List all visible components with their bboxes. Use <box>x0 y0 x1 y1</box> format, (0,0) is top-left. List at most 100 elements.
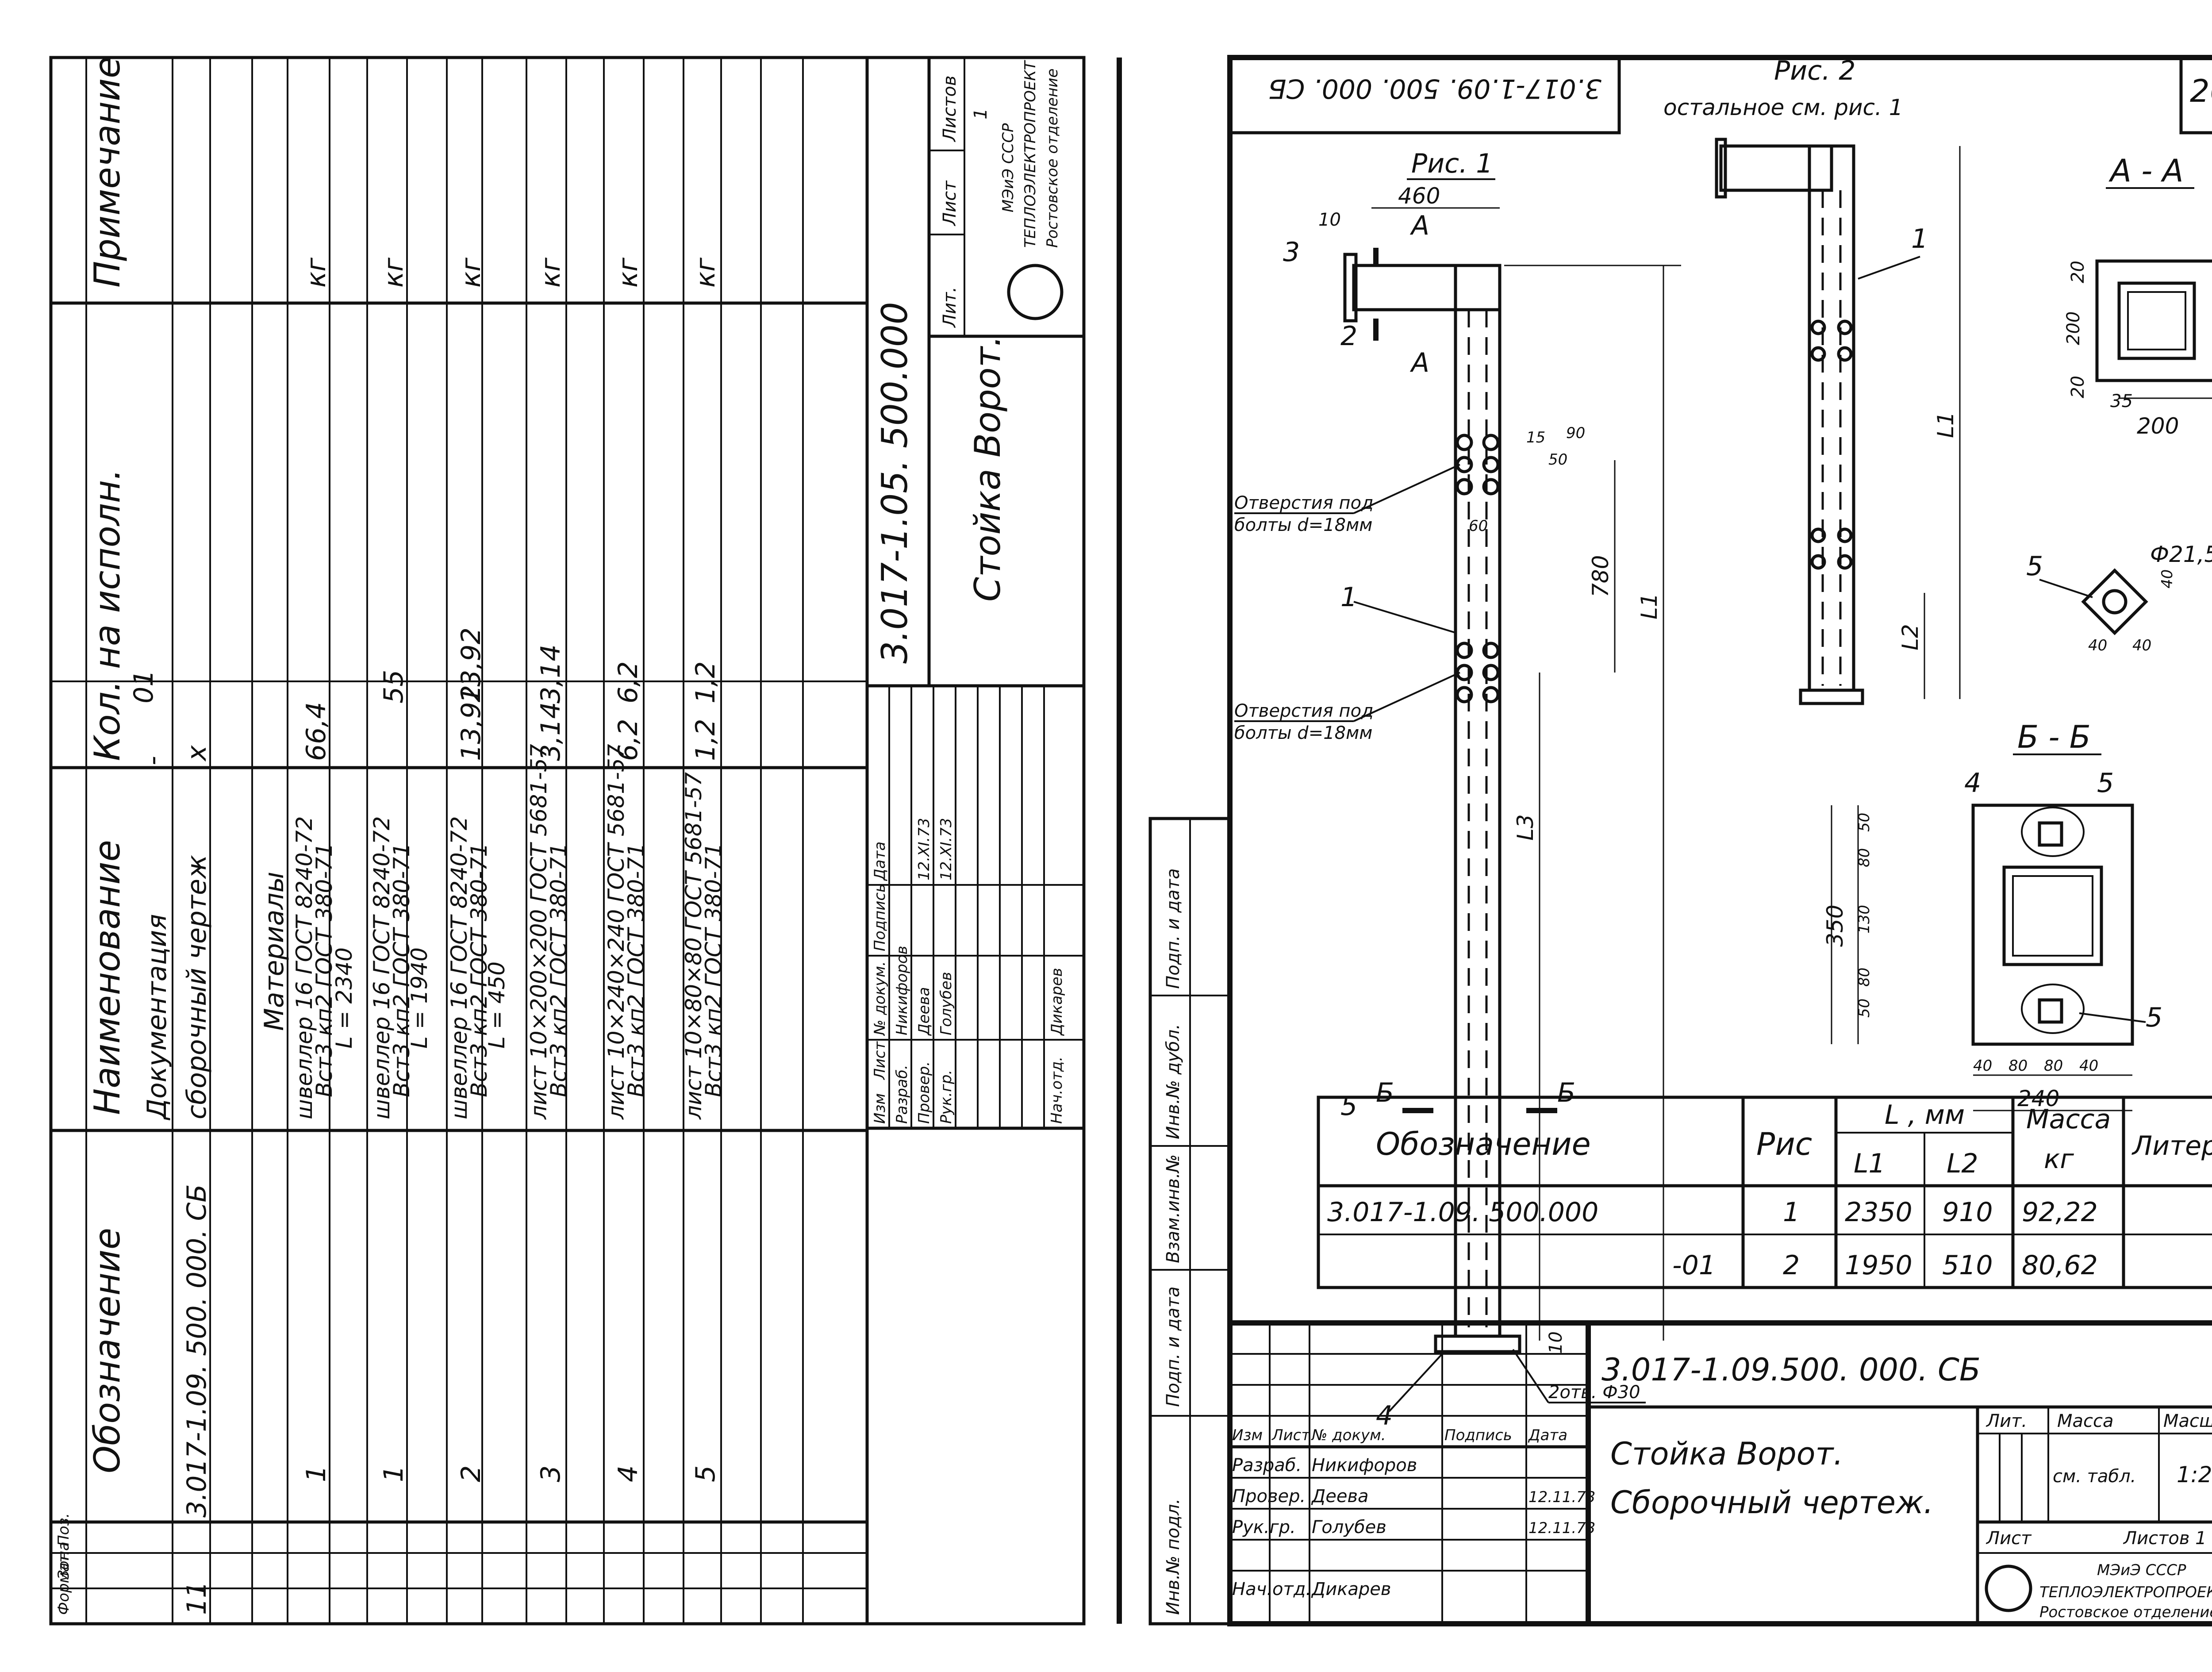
aa-inner <box>2117 281 2196 360</box>
rt-scale-value: 1:20 <box>2177 1462 2212 1488</box>
q0-value: 1,2 <box>690 719 721 761</box>
rt-staff-date: 12.11.73 <box>1528 1488 1595 1506</box>
note-value: кг <box>613 258 644 288</box>
note-value: кг <box>690 258 721 288</box>
th-L2: L2 <box>1947 1148 1978 1179</box>
left-role: Рук.гр. <box>937 1070 955 1124</box>
q1-value: 55 <box>378 670 409 703</box>
cell-L2: 510 <box>1942 1250 1993 1281</box>
left-col-dokum: № докум. <box>871 961 889 1036</box>
name2-value: Вст3 кп2 ГОСТ 380-71 <box>466 843 492 1097</box>
cell-ris: 1 <box>1783 1197 1800 1228</box>
name-value: лист 10×80×80 ГОСТ 5681-57 <box>681 772 707 1120</box>
holes-note-upper: Отверстия под <box>1234 493 1374 513</box>
rt-col-list: Лист <box>1271 1426 1310 1444</box>
note-value: кг <box>456 258 487 288</box>
name2-value: сборочный чертеж <box>181 855 212 1119</box>
dim-L1: L1 <box>1636 593 1662 619</box>
q0-value: 3,14 <box>535 702 566 761</box>
section-a-top: А <box>1409 210 1429 241</box>
aa-dim-35a: 35 <box>2110 391 2133 411</box>
name-value: Документация <box>142 914 173 1121</box>
dim-60: 60 <box>1469 517 1488 535</box>
left-staff-name: Дикарев <box>1048 968 1066 1036</box>
dim-90: 90 <box>1566 424 1585 442</box>
spec-row-7: 4 лист 10×240×240 ГОСТ 5681-57 Вст3 кп2 … <box>603 258 649 1482</box>
name-value: швеллер 16 ГОСТ 8240-72 <box>446 816 472 1119</box>
col-header-kol: Кол. на исполн. <box>87 469 128 761</box>
th-mass: Масса <box>2026 1104 2111 1135</box>
stamp-rotated: 3.017-1.09. 500. 000. СБ <box>1268 73 1601 104</box>
vertical-member <box>1454 264 1502 1338</box>
rt-col-izm: Изм <box>1232 1426 1263 1444</box>
figure-1: Рис. 1 460 10 <box>1234 148 1681 1431</box>
pos-2: 2 <box>1340 321 1357 352</box>
pos-3: 3 <box>1283 237 1300 268</box>
section-b-left: Б <box>1376 1077 1394 1108</box>
name2-value: Вст3 кп2 ГОСТ 380-71 <box>701 843 726 1097</box>
section-bb-title: Б - Б <box>2017 719 2091 755</box>
cell-L1: 1950 <box>1845 1250 1912 1281</box>
side-label-dubl: Инв.№ дубл. <box>1163 1024 1183 1139</box>
left-lit-label: Лит. <box>940 287 960 328</box>
name3-value: L = 1940 <box>407 947 432 1049</box>
rt-col-data: Дата <box>1528 1426 1567 1444</box>
q0-value: 13,92 <box>456 685 487 761</box>
pos-5: 5 <box>1340 1091 1357 1122</box>
note-value: кг <box>301 258 332 288</box>
rt-staff-date: 12.11.73 <box>1528 1519 1595 1537</box>
left-org2: ТЕПЛОЭЛЕКТРОПРОЕКТ <box>1022 60 1039 248</box>
holes-note-lower: Отверстия под <box>1234 701 1374 721</box>
cell-L1: 2350 <box>1845 1197 1912 1228</box>
left-designation: 3.017-1.05. 500.000 <box>874 302 915 664</box>
section-b-b: Б - Б 4 5 5 350 50 80 130 80 50 40 80 80… <box>1822 719 2162 1111</box>
aa-dim-200h: 200 <box>2137 413 2179 439</box>
top-stamp-box <box>1228 56 1621 135</box>
plate-dim-40c: 40 <box>2158 569 2176 588</box>
bb-dim-40b: 40 <box>2079 1057 2098 1075</box>
poz-value: 5 <box>690 1465 721 1482</box>
spec-row-8: 5 лист 10×80×80 ГОСТ 5681-57 Вст3 кп2 ГО… <box>681 258 726 1482</box>
bb-dim-350: 350 <box>1822 905 1848 947</box>
name2-value: Вст3 кп2 ГОСТ 380-71 <box>623 843 649 1097</box>
left-listov-value: 1 <box>971 108 991 119</box>
left-col-list: Лист <box>871 1041 889 1080</box>
rt-col-dokum: № докум. <box>1311 1426 1386 1444</box>
fig2-title: Рис. 2 <box>1774 55 1855 86</box>
spec-row-4: 1 швеллер 16 ГОСТ 8240-72 Вст3 кп2 ГОСТ … <box>369 258 432 1482</box>
materials-heading: Материалы <box>259 872 290 1031</box>
plate-dim-40b: 40 <box>2132 637 2151 654</box>
aa-outer <box>2095 259 2212 382</box>
left-list-label: Лист <box>940 180 960 227</box>
q1-value: 1,2 <box>690 661 721 703</box>
poz-value: 2 <box>456 1465 487 1482</box>
rt-designation: 3.017-1.09.500. 000. СБ <box>1601 1352 1981 1388</box>
left-role: Разраб. <box>893 1065 911 1124</box>
name2-value: Вст3 кп2 ГОСТ 380-71 <box>389 843 415 1097</box>
header-format: Формат <box>55 1553 73 1615</box>
rt-role: Рук.гр. <box>1232 1517 1296 1537</box>
aa-dim-20a: 20 <box>2068 261 2088 283</box>
bolt-holes-lower <box>1455 642 1500 703</box>
spec-row-1: 11 3.017-1.09. 500. 000. СБ Документация… <box>142 745 212 1615</box>
bb-base-plate <box>1971 803 2134 1046</box>
cell-L2: 910 <box>1942 1197 1993 1228</box>
poz-value: 11 <box>181 1581 212 1615</box>
q1-value: 13,92 <box>456 627 487 703</box>
fig2-note: остальное см. рис. 1 <box>1663 95 1903 120</box>
name3-value: L = 2340 <box>331 947 357 1049</box>
plate-5-detail: Ф21,5 5 40 40 40 <box>2026 542 2212 654</box>
left-sheet: Обозначение Наименование Кол. на исполн.… <box>49 56 1122 1626</box>
rt-org1: МЭиЭ СССР <box>2097 1561 2186 1579</box>
variants-table: Обозначение Рис L , мм L1 L2 Масса кг Ли… <box>1317 1095 2212 1289</box>
name2-value: Вст3 кп2 ГОСТ 380-71 <box>311 843 337 1097</box>
detail-pos-5: 5 <box>2026 551 2043 582</box>
holes-note-lower-b: болты d=18мм <box>1234 723 1372 743</box>
bb-column <box>2002 865 2103 966</box>
name-value: лист 10×240×240 ГОСТ 5681-57 <box>603 744 629 1120</box>
side-label-podp2: Подп. и дата <box>1163 869 1183 989</box>
dim-50: 50 <box>1548 451 1567 469</box>
left-staff-date: 12.XI.73 <box>915 818 933 880</box>
base-plate-4 <box>1434 1334 1521 1353</box>
